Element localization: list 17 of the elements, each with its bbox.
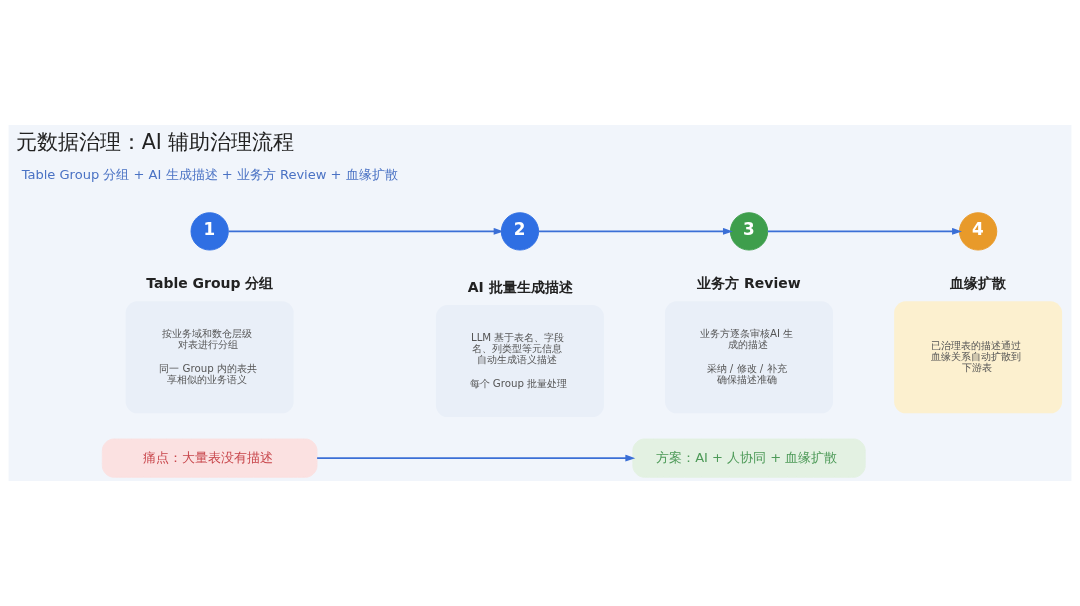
node-circle: 2 — [500, 212, 540, 251]
diagram-title: 元数据治理：AI 辅助治理流程 — [15, 129, 295, 154]
arrow — [316, 454, 636, 462]
node-box: 已治理表的描述通过血缘关系自动扩散到下游表 — [894, 301, 1063, 414]
node-label: Table Group 分组 — [146, 275, 274, 292]
arrow — [537, 227, 733, 235]
node-circle: 1 — [190, 212, 229, 251]
arrow — [227, 227, 504, 235]
node-label: 业务方 Review — [697, 275, 801, 292]
node-box: 痛点：大量表没有描述 — [101, 438, 318, 478]
node-box: 方案：AI + 人协同 + 血缘扩散 — [632, 438, 866, 478]
arrow — [766, 227, 962, 235]
node-label: AI 批量生成描述 — [467, 279, 573, 296]
node-circle: 3 — [729, 212, 769, 251]
node-label: 血缘扩散 — [949, 275, 1006, 292]
node-circle: 4 — [959, 212, 998, 251]
label: Table Group 分组 + AI 生成描述 + 业务方 Review + 血缘扩散 — [21, 166, 398, 182]
